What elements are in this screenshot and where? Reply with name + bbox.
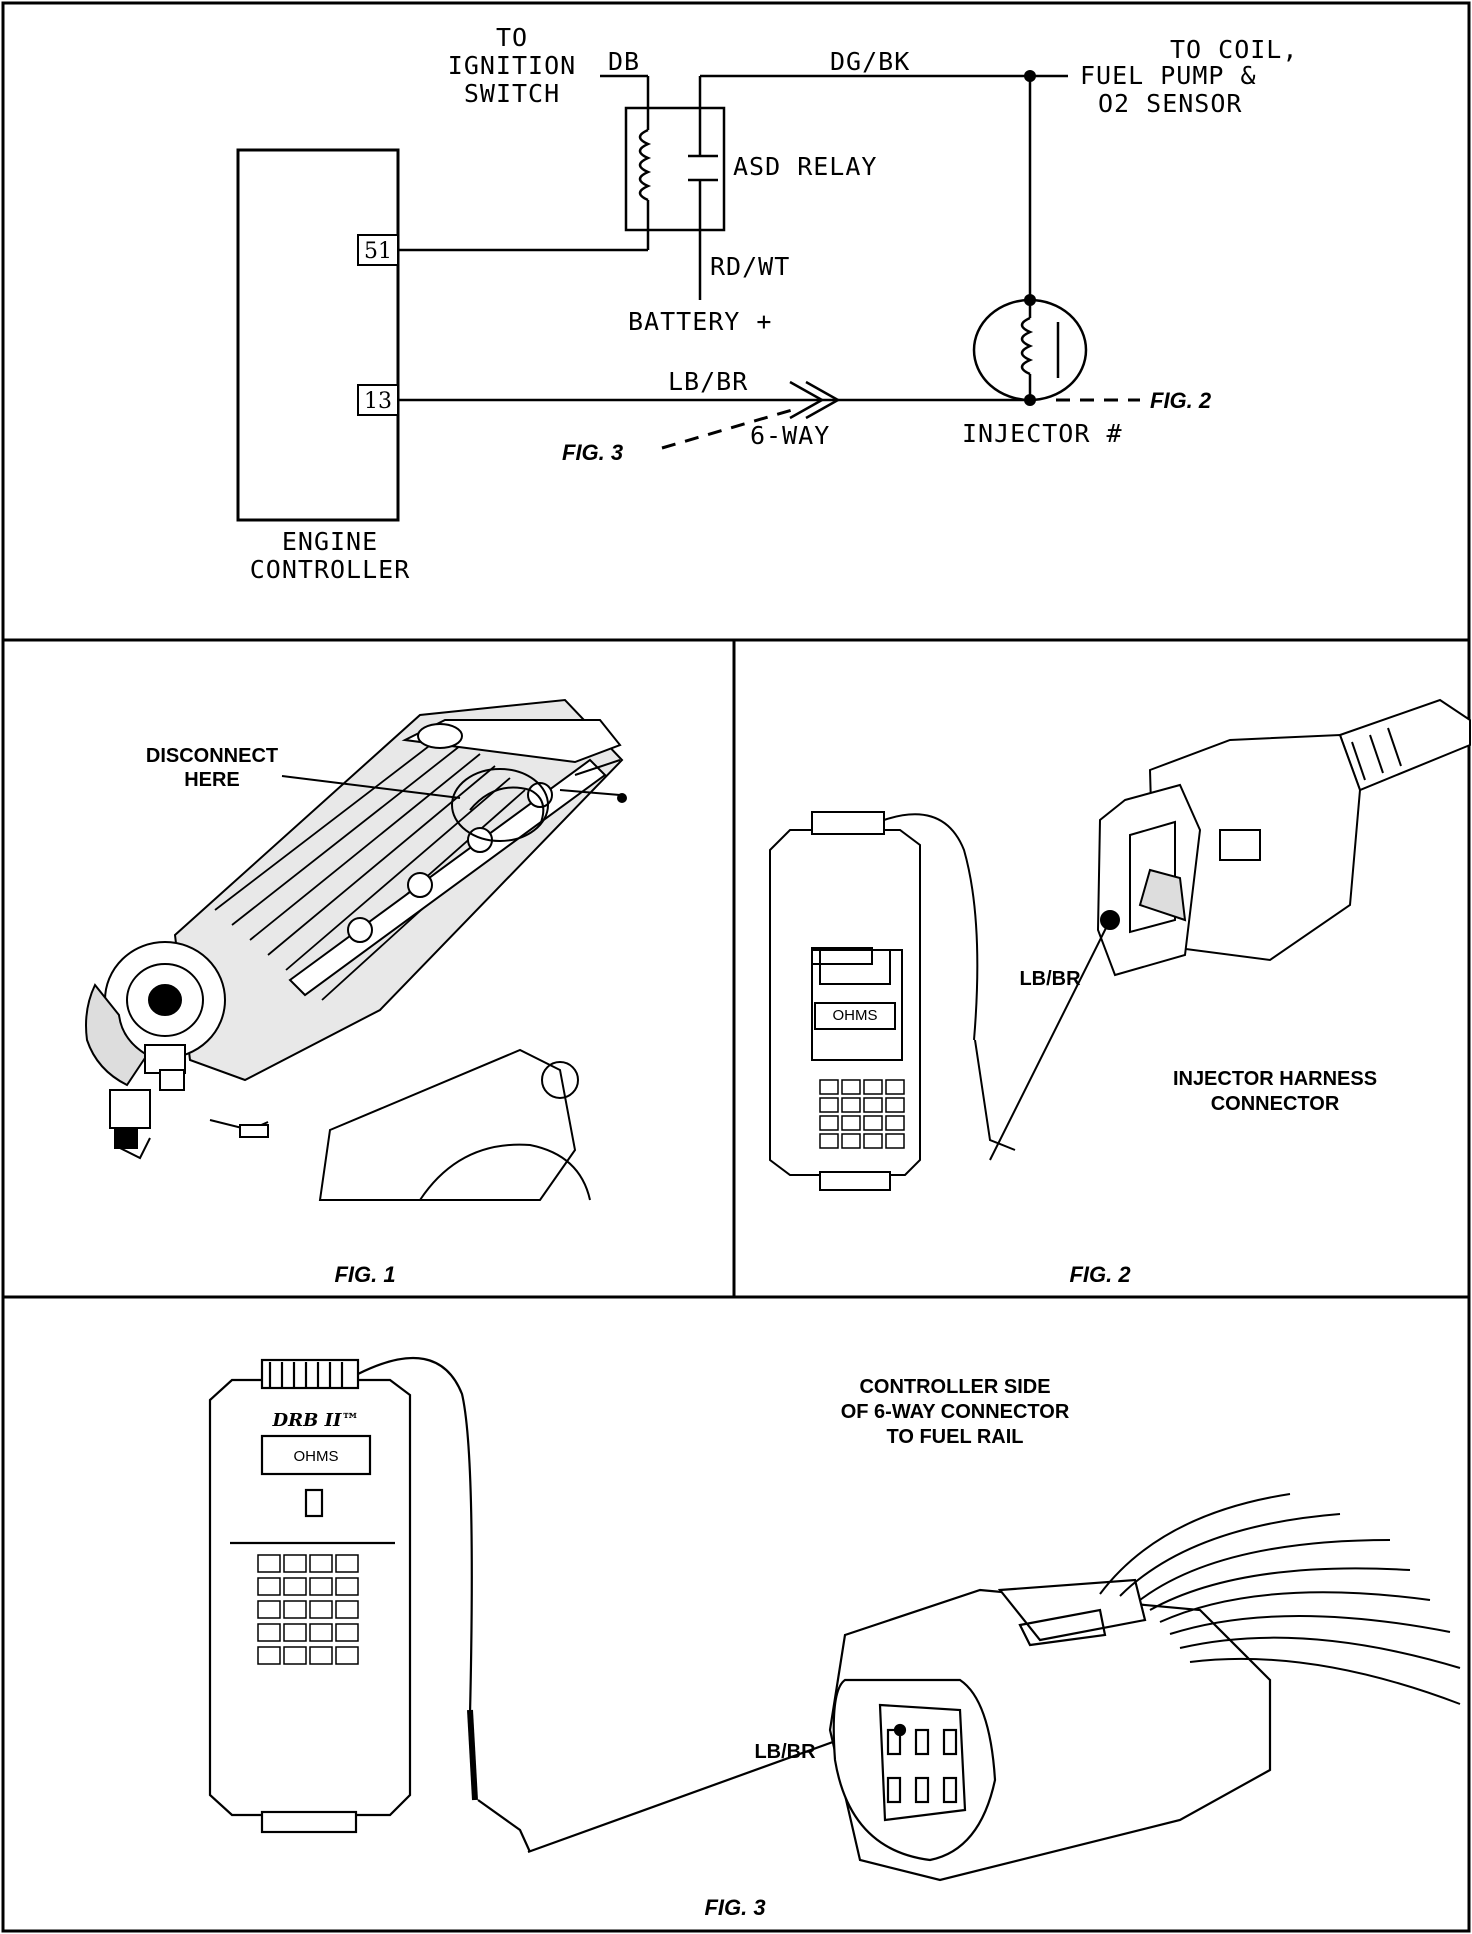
six-way-connector-symbol	[789, 380, 841, 420]
to-coil-line-1: TO COIL,	[1170, 35, 1298, 64]
engine-controller-line-1: ENGINE	[282, 527, 378, 556]
pin-13-box	[357, 384, 399, 416]
injector-symbol	[972, 298, 1088, 402]
fig3-reference: FIG. 3	[562, 440, 623, 465]
wire-db-label: DB	[608, 47, 640, 76]
fig1-engine-illustration	[85, 698, 627, 1201]
wires	[398, 74, 1068, 402]
injector-harness-line-1: INJECTOR HARNESS	[1173, 1068, 1377, 1090]
injector-harness-line-2: CONNECTOR	[1211, 1093, 1340, 1115]
wire-rd-wt-label: RD/WT	[710, 252, 790, 281]
fig3-lb-br-label: LB/BR	[754, 1741, 816, 1763]
asd-relay-label: ASD RELAY	[733, 152, 877, 181]
controller-side-line-2: OF 6-WAY CONNECTOR	[841, 1401, 1070, 1423]
wiring-schematic: 51 13	[236, 23, 1298, 584]
disconnect-leader	[281, 775, 461, 799]
controller-side-line-3: TO FUEL RAIL	[886, 1426, 1023, 1448]
fig3-screen-ohms: OHMS	[294, 1448, 339, 1465]
to-coil-line-2: FUEL PUMP &	[1080, 61, 1257, 90]
wire-dg-bk-label: DG/BK	[830, 47, 910, 76]
disconnect-here-line-1: DISCONNECT	[146, 745, 278, 767]
six-way-label: 6-WAY	[750, 421, 830, 450]
fig2-keypad	[819, 1079, 905, 1149]
fig3-illustration	[208, 1356, 1461, 1882]
fig2-lb-br-label: LB/BR	[1019, 968, 1081, 990]
to-coil-line-3: O2 SENSOR	[1098, 89, 1242, 118]
fig2-reference: FIG. 2	[1150, 388, 1212, 413]
fig2-caption: FIG. 2	[1069, 1262, 1131, 1287]
fig2-screen-ohms: OHMS	[833, 1007, 878, 1024]
fig3-device-brand: DRB II™	[272, 1410, 360, 1431]
to-ignition-line-3: SWITCH	[464, 79, 560, 108]
injector-label: INJECTOR #	[962, 419, 1123, 448]
wire-lb-br-label: LB/BR	[668, 367, 748, 396]
asd-relay-symbol	[624, 106, 726, 232]
fig3-caption: FIG. 3	[704, 1895, 765, 1920]
to-ignition-line-2: IGNITION	[448, 51, 576, 80]
pin-51-box	[357, 234, 399, 266]
junction-dot	[1024, 70, 1036, 82]
disconnect-here-line-2: HERE	[184, 769, 240, 791]
fig1-caption: FIG. 1	[334, 1262, 395, 1287]
pin-13-label: 13	[364, 389, 392, 414]
injector-bottom-dot	[1024, 394, 1036, 406]
controller-side-line-1: CONTROLLER SIDE	[859, 1376, 1050, 1398]
pin-51-label: 51	[364, 239, 392, 264]
engine-controller-line-2: CONTROLLER	[250, 555, 411, 584]
to-ignition-line-1: TO	[496, 23, 528, 52]
battery-label: BATTERY +	[628, 307, 772, 336]
injector-top-dot	[1024, 294, 1036, 306]
fig3-keypad	[257, 1554, 359, 1665]
engine-controller-box	[236, 148, 400, 522]
